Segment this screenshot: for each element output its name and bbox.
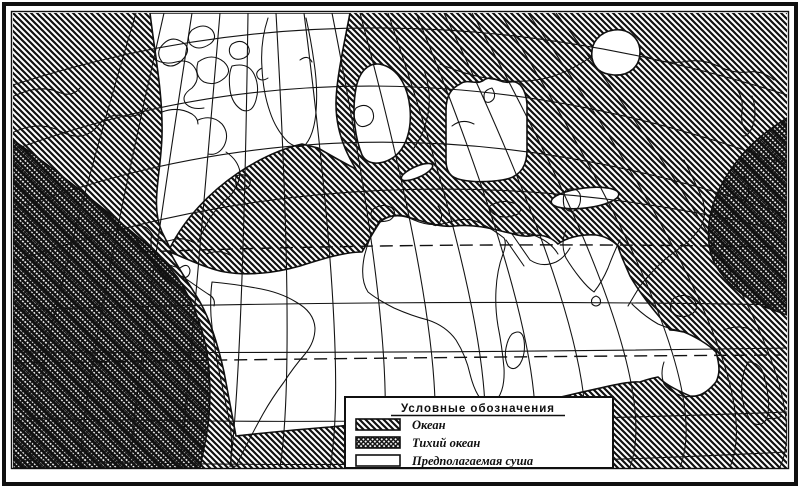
coastline-black-sea (488, 200, 522, 218)
coastline-australia (661, 361, 783, 426)
land-region-north-sea-lobe (353, 63, 412, 164)
tropic-line-north (139, 244, 783, 253)
tropic-line-south (13, 354, 783, 364)
legend-label-ocean: Океан (412, 418, 446, 432)
legend-swatch-hypothetical-land (355, 454, 401, 467)
legend-item-ocean: Океан (355, 418, 446, 432)
land-region-north-atlantic (149, 13, 357, 249)
coastline-arabia (511, 232, 571, 266)
legend-title: Условные обозначения (401, 403, 555, 415)
coastline-africa (362, 215, 506, 403)
land-region-baltic-lobe (445, 77, 528, 183)
legend-item-pacific: Тихий океан (355, 436, 480, 450)
legend-swatch-ocean (355, 418, 401, 431)
legend-label-hypothetical-land: Предполагаемая суша (411, 454, 533, 468)
coastline-red-sea (505, 233, 531, 267)
legend-box: Условные обозначения Океан Тихий океан П… (344, 396, 614, 469)
coastline-gulf-of-mexico (129, 225, 235, 307)
coastline-europe-details (353, 69, 496, 227)
pacific-region-east (707, 117, 787, 316)
legend-swatch-pacific (355, 436, 401, 449)
coastline-east-asia (627, 159, 706, 307)
coastline-kamchatka (733, 85, 756, 137)
coastlines (13, 17, 783, 467)
coastline-greenland (256, 17, 318, 148)
legend-item-hypothetical-land: Предполагаемая суша (355, 454, 533, 468)
coastline-india (562, 229, 621, 307)
coastline-siberia (439, 53, 775, 82)
coastline-caspian (562, 188, 582, 212)
tropic-lines (13, 244, 783, 364)
legend-label-pacific: Тихий океан (412, 436, 480, 450)
coastline-madagascar (504, 331, 526, 370)
inner-frame (10, 10, 790, 470)
coastline-south-america (210, 281, 316, 467)
coastline-japan (731, 175, 750, 215)
coastline-se-asia-islands (631, 294, 753, 333)
coastline-north-america (149, 55, 251, 243)
land-region-taymyr (590, 28, 641, 76)
coastline-arctic-islands (158, 25, 259, 112)
coastline-chukotka-alaska (13, 87, 149, 137)
